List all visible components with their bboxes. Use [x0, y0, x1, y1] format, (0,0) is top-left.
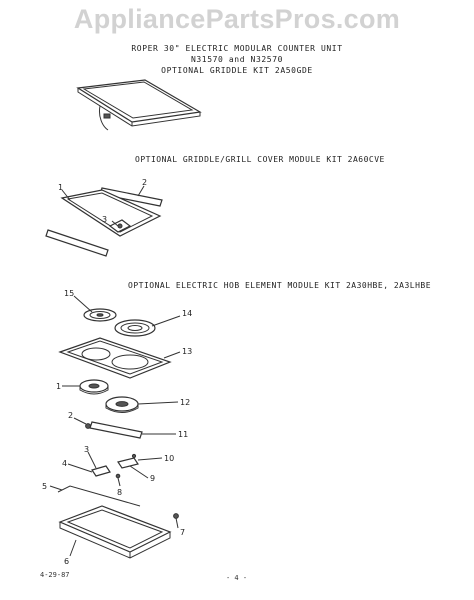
header-model-numbers: N31570 and N32570: [190, 55, 284, 64]
callout-hob-8: 8: [117, 488, 122, 497]
hob-kit-exploded-view: 15 14 13 1 12 2 11 3 10 4 9 5 8 7 6: [42, 290, 192, 566]
griddle-kit-illustration: [76, 79, 202, 131]
footer-date: 4-29-87: [40, 571, 70, 579]
callout-hob-4: 4: [62, 459, 67, 468]
header-model-title: ROPER 30" ELECTRIC MODULAR COUNTER UNIT: [131, 44, 343, 53]
callout-hob-3: 3: [84, 445, 89, 454]
callout-hob-13: 13: [182, 347, 192, 356]
callout-hob-7: 7: [180, 528, 185, 537]
callout-hob-12: 12: [180, 398, 190, 407]
callout-hob-5: 5: [42, 482, 47, 491]
callout-hob-14: 14: [182, 309, 192, 318]
callout-cover-3: 3: [102, 215, 107, 224]
watermark: AppliancePartsPros.com: [73, 4, 401, 34]
callout-hob-11: 11: [178, 430, 188, 439]
callout-hob-1: 1: [56, 382, 61, 391]
cover-kit-illustration: 1 2 3: [45, 178, 163, 257]
footer-page-number: - 4 -: [226, 574, 248, 582]
callout-hob-9: 9: [150, 474, 155, 483]
hob-kit-title: OPTIONAL ELECTRIC HOB ELEMENT MODULE KIT…: [128, 281, 432, 290]
header-kit-title: OPTIONAL GRIDDLE KIT 2A50GDE: [161, 66, 313, 75]
callout-hob-10: 10: [164, 454, 174, 463]
cover-kit-title: OPTIONAL GRIDDLE/GRILL COVER MODULE KIT …: [135, 155, 385, 164]
callout-hob-2: 2: [68, 411, 73, 420]
callout-hob-6: 6: [64, 557, 69, 566]
callout-cover-2: 2: [142, 178, 147, 187]
callout-hob-15: 15: [64, 290, 74, 298]
callout-cover-1: 1: [58, 183, 63, 192]
